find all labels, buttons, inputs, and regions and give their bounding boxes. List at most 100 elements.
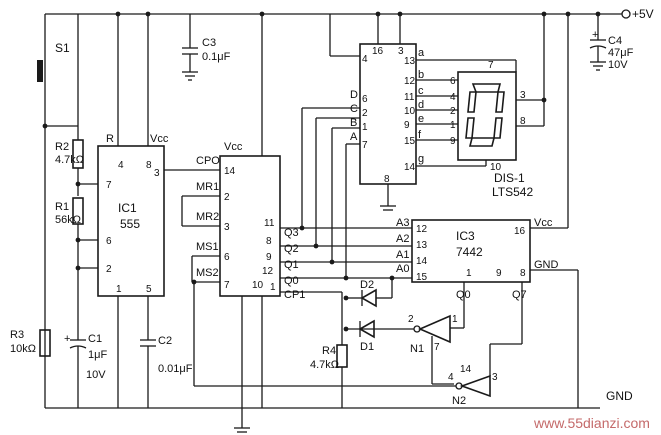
- n2-pin4: 4: [448, 372, 454, 383]
- dec-input-d: D: [350, 89, 358, 101]
- r4-name: R4: [322, 345, 336, 357]
- ic3-a2-label: A2: [396, 233, 409, 245]
- r2-value: 4.7kΩ: [55, 154, 84, 166]
- ic2-vcc-label: Vcc: [224, 141, 243, 153]
- ic2-q1-label: Q1: [284, 259, 299, 271]
- n1-pin7: 7: [434, 342, 440, 353]
- ic1-pin1: 1: [116, 284, 122, 295]
- n2-pin14: 14: [460, 364, 472, 375]
- dec-pin15: 15: [404, 136, 416, 147]
- dec-pin4: 4: [362, 54, 368, 65]
- c1-voltage: 10V: [86, 369, 106, 381]
- ic2-pin8: 8: [266, 236, 272, 247]
- ic2-pin11: 11: [264, 218, 275, 229]
- s1-label: S1: [55, 41, 70, 55]
- dis-pin7: 7: [488, 60, 494, 71]
- ic2-cpo-label: CPO: [196, 155, 220, 167]
- r3-name: R3: [10, 329, 24, 341]
- dis-part: LTS542: [492, 185, 533, 199]
- ic2-mr2-label: MR2: [196, 211, 219, 223]
- ic1-vcc-label: Vcc: [150, 133, 169, 145]
- ic2-pin9: 9: [266, 252, 272, 263]
- n1-pin2: 2: [408, 314, 414, 325]
- r1-name: R1: [55, 201, 69, 213]
- seg-f: f: [418, 129, 422, 141]
- ic2-q0-label: Q0: [284, 275, 299, 287]
- ic3-pin16: 16: [514, 226, 526, 237]
- dis-pin8: 8: [520, 116, 526, 127]
- ic2-mr1-label: MR1: [196, 181, 219, 193]
- dec-pin13: 13: [404, 56, 416, 67]
- diode-d1: [358, 319, 375, 339]
- seg-g: g: [418, 153, 424, 165]
- dec-pin16: 16: [372, 46, 384, 57]
- seven-segment-digit: [465, 83, 505, 147]
- ic3-body: [411, 219, 531, 283]
- dis-pin9: 9: [450, 136, 456, 147]
- dis-pin1: 1: [450, 120, 456, 131]
- ic2-pin3: 3: [224, 222, 230, 233]
- c2-value: 0.01μF: [158, 363, 193, 375]
- n1-pin1: 1: [452, 314, 458, 325]
- ic1-pin2: 2: [106, 264, 112, 275]
- n1-label: N1: [410, 343, 424, 355]
- dec-pin11: 11: [404, 92, 415, 103]
- ic3-q0-label: Q0: [456, 289, 471, 301]
- ic3-pin12: 12: [416, 224, 428, 235]
- ic1-pin4: 4: [118, 160, 124, 171]
- c3-name: C3: [202, 37, 216, 49]
- supply-rail: [45, 9, 631, 433]
- ic3-pin1: 1: [466, 268, 472, 279]
- vplus-label: +5V: [632, 7, 654, 21]
- seg-c: c: [418, 85, 424, 97]
- ic3-q7-label: Q7: [512, 289, 527, 301]
- ic3-a0-label: A0: [396, 263, 409, 275]
- ic2-ms1-label: MS1: [196, 241, 219, 253]
- dec-pin12: 12: [404, 76, 416, 87]
- dec-pin3: 3: [398, 46, 404, 57]
- dec-input-c: C: [350, 103, 358, 115]
- seg-e: e: [418, 113, 424, 125]
- c4-name: C4: [608, 35, 622, 47]
- ic3-pin8: 8: [520, 268, 526, 279]
- ic1-part: 555: [120, 217, 140, 231]
- ic3-pin15: 15: [416, 272, 428, 283]
- dec-pin9: 9: [404, 120, 410, 131]
- dec-input-a: A: [350, 131, 358, 143]
- display-body: [457, 71, 517, 161]
- c4-value: 47μF: [608, 47, 634, 59]
- ic1-pin8: 8: [146, 160, 152, 171]
- dec-pin8: 8: [384, 174, 390, 185]
- c1-polarity: +: [64, 333, 70, 345]
- ic1-pin3: 3: [154, 168, 160, 179]
- c4-voltage: 10V: [608, 59, 628, 71]
- switch-s1[interactable]: [37, 14, 46, 408]
- r4-value: 4.7kΩ: [310, 359, 339, 371]
- dis-pin2: 2: [450, 106, 456, 117]
- dis-pin4: 4: [450, 92, 456, 103]
- watermark: www.55dianzi.com: [533, 415, 650, 431]
- ic2-pin7: 7: [224, 280, 230, 291]
- ic3-vcc-label: Vcc: [534, 217, 553, 229]
- r1-value: 56kΩ: [55, 214, 81, 226]
- seg-d: d: [418, 99, 424, 111]
- c1-value: 1μF: [88, 349, 107, 361]
- ic3-pin13: 13: [416, 240, 428, 251]
- ic3-a1-label: A1: [396, 249, 409, 261]
- dis-name: DIS-1: [494, 171, 525, 185]
- dec-pin7: 7: [362, 140, 368, 151]
- dec-pin2: 2: [362, 108, 368, 119]
- ic3-name: IC3: [456, 229, 475, 243]
- gnd-label: GND: [606, 389, 633, 403]
- dec-pin6: 6: [362, 94, 368, 105]
- dec-pin1: 1: [362, 122, 368, 133]
- ic2-q3-label: Q3: [284, 227, 299, 239]
- ic2-ms2-label: MS2: [196, 267, 219, 279]
- ic3-part: 7442: [456, 245, 483, 259]
- ic3-pin9: 9: [496, 268, 502, 279]
- n2-inverter: [455, 374, 491, 398]
- ic2-pin1: 1: [270, 282, 276, 293]
- dec-pin14: 14: [404, 162, 416, 173]
- dec-input-b: B: [350, 117, 357, 129]
- ic1-reset-label: R: [106, 133, 114, 145]
